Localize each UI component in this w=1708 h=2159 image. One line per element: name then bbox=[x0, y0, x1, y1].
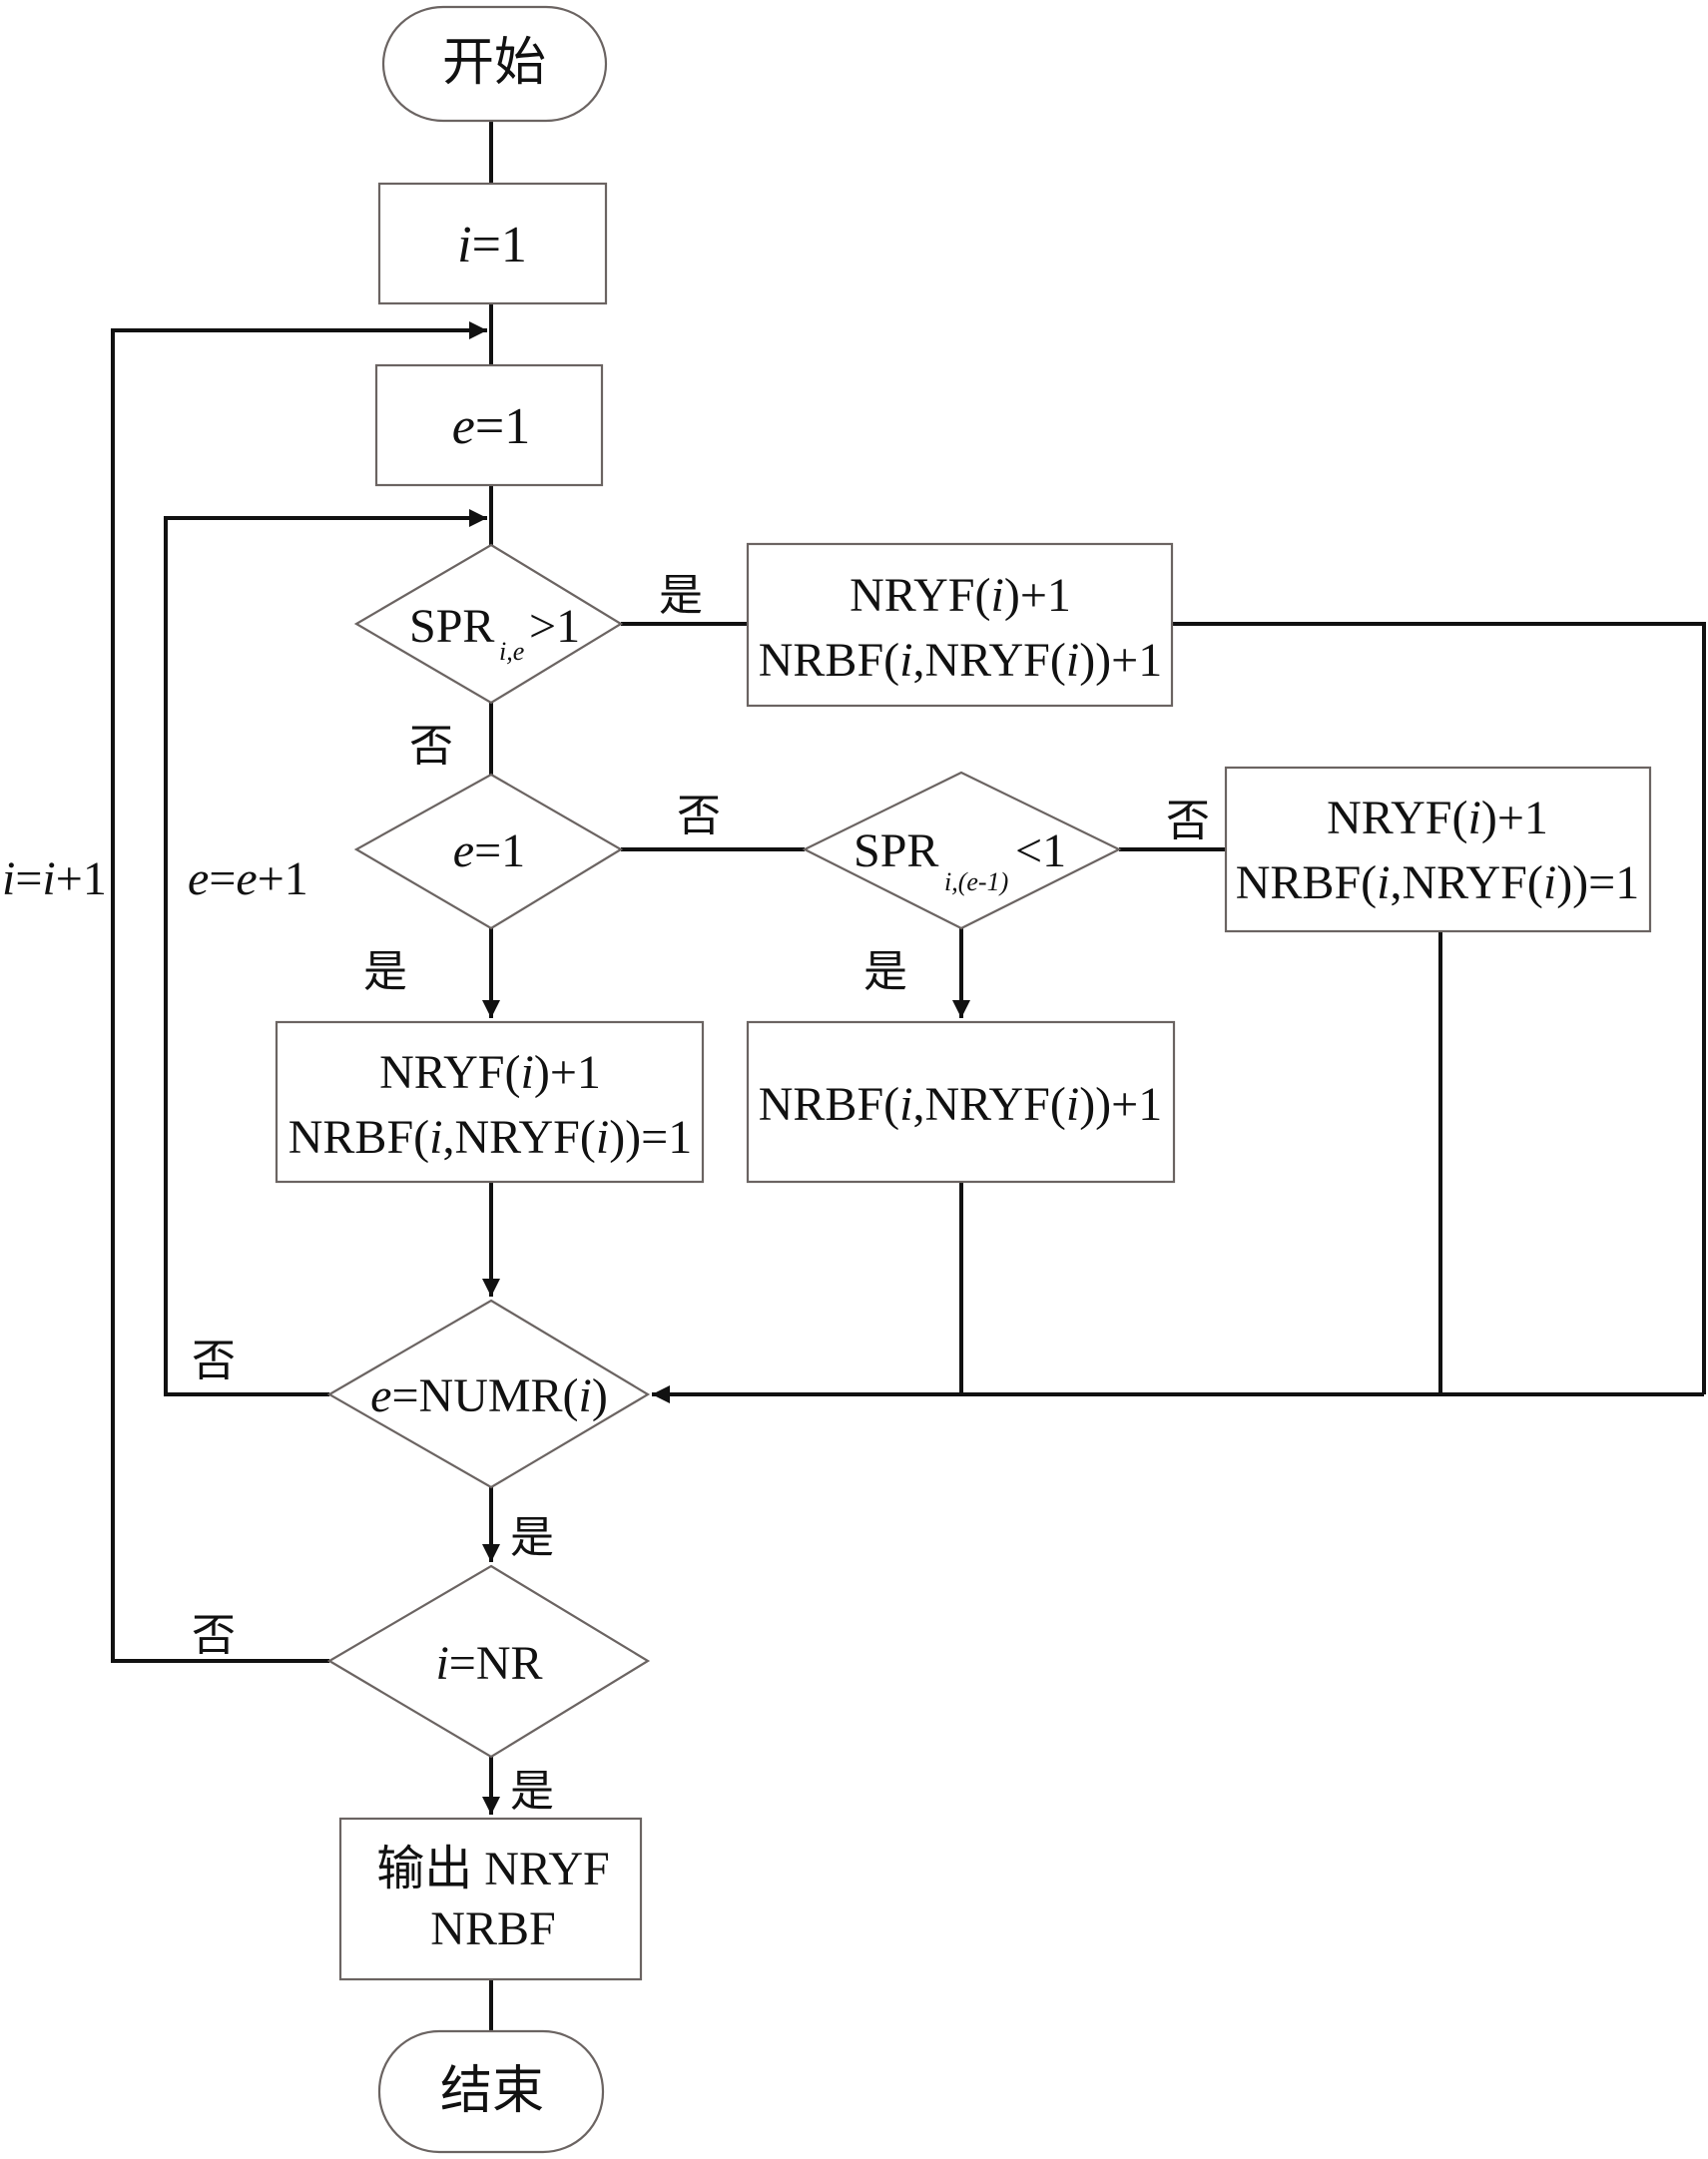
label-no-nr: 否 bbox=[192, 1611, 236, 1660]
svg-text:e=NUMR(i): e=NUMR(i) bbox=[370, 1369, 608, 1422]
edge-loop-i bbox=[111, 321, 487, 1663]
svg-text:NRYF(i)+1: NRYF(i)+1 bbox=[1327, 792, 1548, 844]
svg-text:NRBF(i,NRYF(i))=1: NRBF(i,NRYF(i))=1 bbox=[288, 1111, 692, 1164]
output-line2: NRBF bbox=[430, 1902, 555, 1955]
label-yes-spr-lt: 是 bbox=[863, 947, 907, 996]
label-no-e1: 否 bbox=[677, 792, 721, 840]
label-i-increment: i=i+1 bbox=[2, 852, 107, 905]
label-no-numr: 否 bbox=[192, 1337, 236, 1385]
output-line1: 输出 NRYF bbox=[376, 1843, 609, 1895]
end-terminal: 结束 bbox=[377, 2029, 605, 2154]
svg-text:SPR: SPR bbox=[409, 600, 494, 653]
svg-text:NRBF(i,NRYF(i))=1: NRBF(i,NRYF(i))=1 bbox=[1236, 856, 1639, 909]
label-yes-numr: 是 bbox=[510, 1513, 554, 1562]
process-yes-nryf-plus: NRYF(i)+1 NRBF(i,NRYF(i))+1 bbox=[746, 542, 1174, 708]
label-no-spr-lt: 否 bbox=[1166, 797, 1210, 845]
var-e: e bbox=[452, 398, 475, 455]
decision-spr-lt-1: SPR i,(e-1) <1 bbox=[802, 771, 1122, 930]
process-e1-yes: NRYF(i)+1 NRBF(i,NRYF(i))=1 bbox=[275, 1020, 705, 1184]
connectors bbox=[111, 121, 1706, 2031]
label-yes-spr-gt: 是 bbox=[659, 571, 703, 620]
label-e-increment: e=e+1 bbox=[188, 852, 308, 905]
label-yes-e1: 是 bbox=[363, 947, 407, 996]
svg-text:SPR: SPR bbox=[854, 824, 938, 877]
process-no-nryf-reset: NRYF(i)+1 NRBF(i,NRYF(i))=1 bbox=[1224, 766, 1652, 933]
start-terminal: 开始 bbox=[381, 5, 608, 123]
end-label: 结束 bbox=[440, 2063, 544, 2120]
init-e-box: e=1 bbox=[374, 363, 604, 487]
svg-text:e=1: e=1 bbox=[452, 398, 530, 455]
output-box: 输出 NRYF NRBF bbox=[338, 1817, 643, 1981]
svg-text:i=1: i=1 bbox=[457, 217, 527, 273]
decision-e-equals-numr: e=NUMR(i) bbox=[326, 1299, 651, 1489]
init-i-box: i=1 bbox=[377, 182, 608, 305]
process-sprlt-yes: NRBF(i,NRYF(i))+1 bbox=[746, 1020, 1176, 1184]
svg-text:NRYF(i)+1: NRYF(i)+1 bbox=[850, 569, 1071, 622]
subscript-i-e-minus-1: i,(e-1) bbox=[944, 867, 1008, 896]
svg-text:NRBF(i,NRYF(i))+1: NRBF(i,NRYF(i))+1 bbox=[759, 634, 1162, 687]
decision-spr-gt-1: SPR i,e >1 bbox=[353, 543, 624, 705]
svg-text:i=NR: i=NR bbox=[435, 1637, 542, 1690]
svg-text:NRBF(i,NRYF(i))+1: NRBF(i,NRYF(i))+1 bbox=[759, 1078, 1162, 1131]
svg-text:<1: <1 bbox=[1015, 824, 1066, 877]
svg-text:e=1: e=1 bbox=[453, 824, 525, 877]
svg-text:NRYF(i)+1: NRYF(i)+1 bbox=[379, 1046, 601, 1099]
edge-labels: 是 否 否 否 是 是 否 是 否 是 e=e+1 i=i+1 bbox=[2, 571, 1210, 1816]
subscript-i-e: i,e bbox=[499, 637, 524, 666]
decision-e-equals-1: e=1 bbox=[353, 773, 624, 930]
svg-text:>1: >1 bbox=[529, 600, 580, 653]
decision-i-equals-nr: i=NR bbox=[326, 1564, 651, 1759]
start-label: 开始 bbox=[442, 35, 546, 92]
var-i: i bbox=[457, 217, 471, 273]
edge-loop-e bbox=[164, 509, 487, 1396]
label-no-spr-gt: 否 bbox=[409, 722, 453, 771]
edge-yes1-return bbox=[1172, 622, 1706, 1394]
label-yes-nr: 是 bbox=[510, 1767, 554, 1816]
